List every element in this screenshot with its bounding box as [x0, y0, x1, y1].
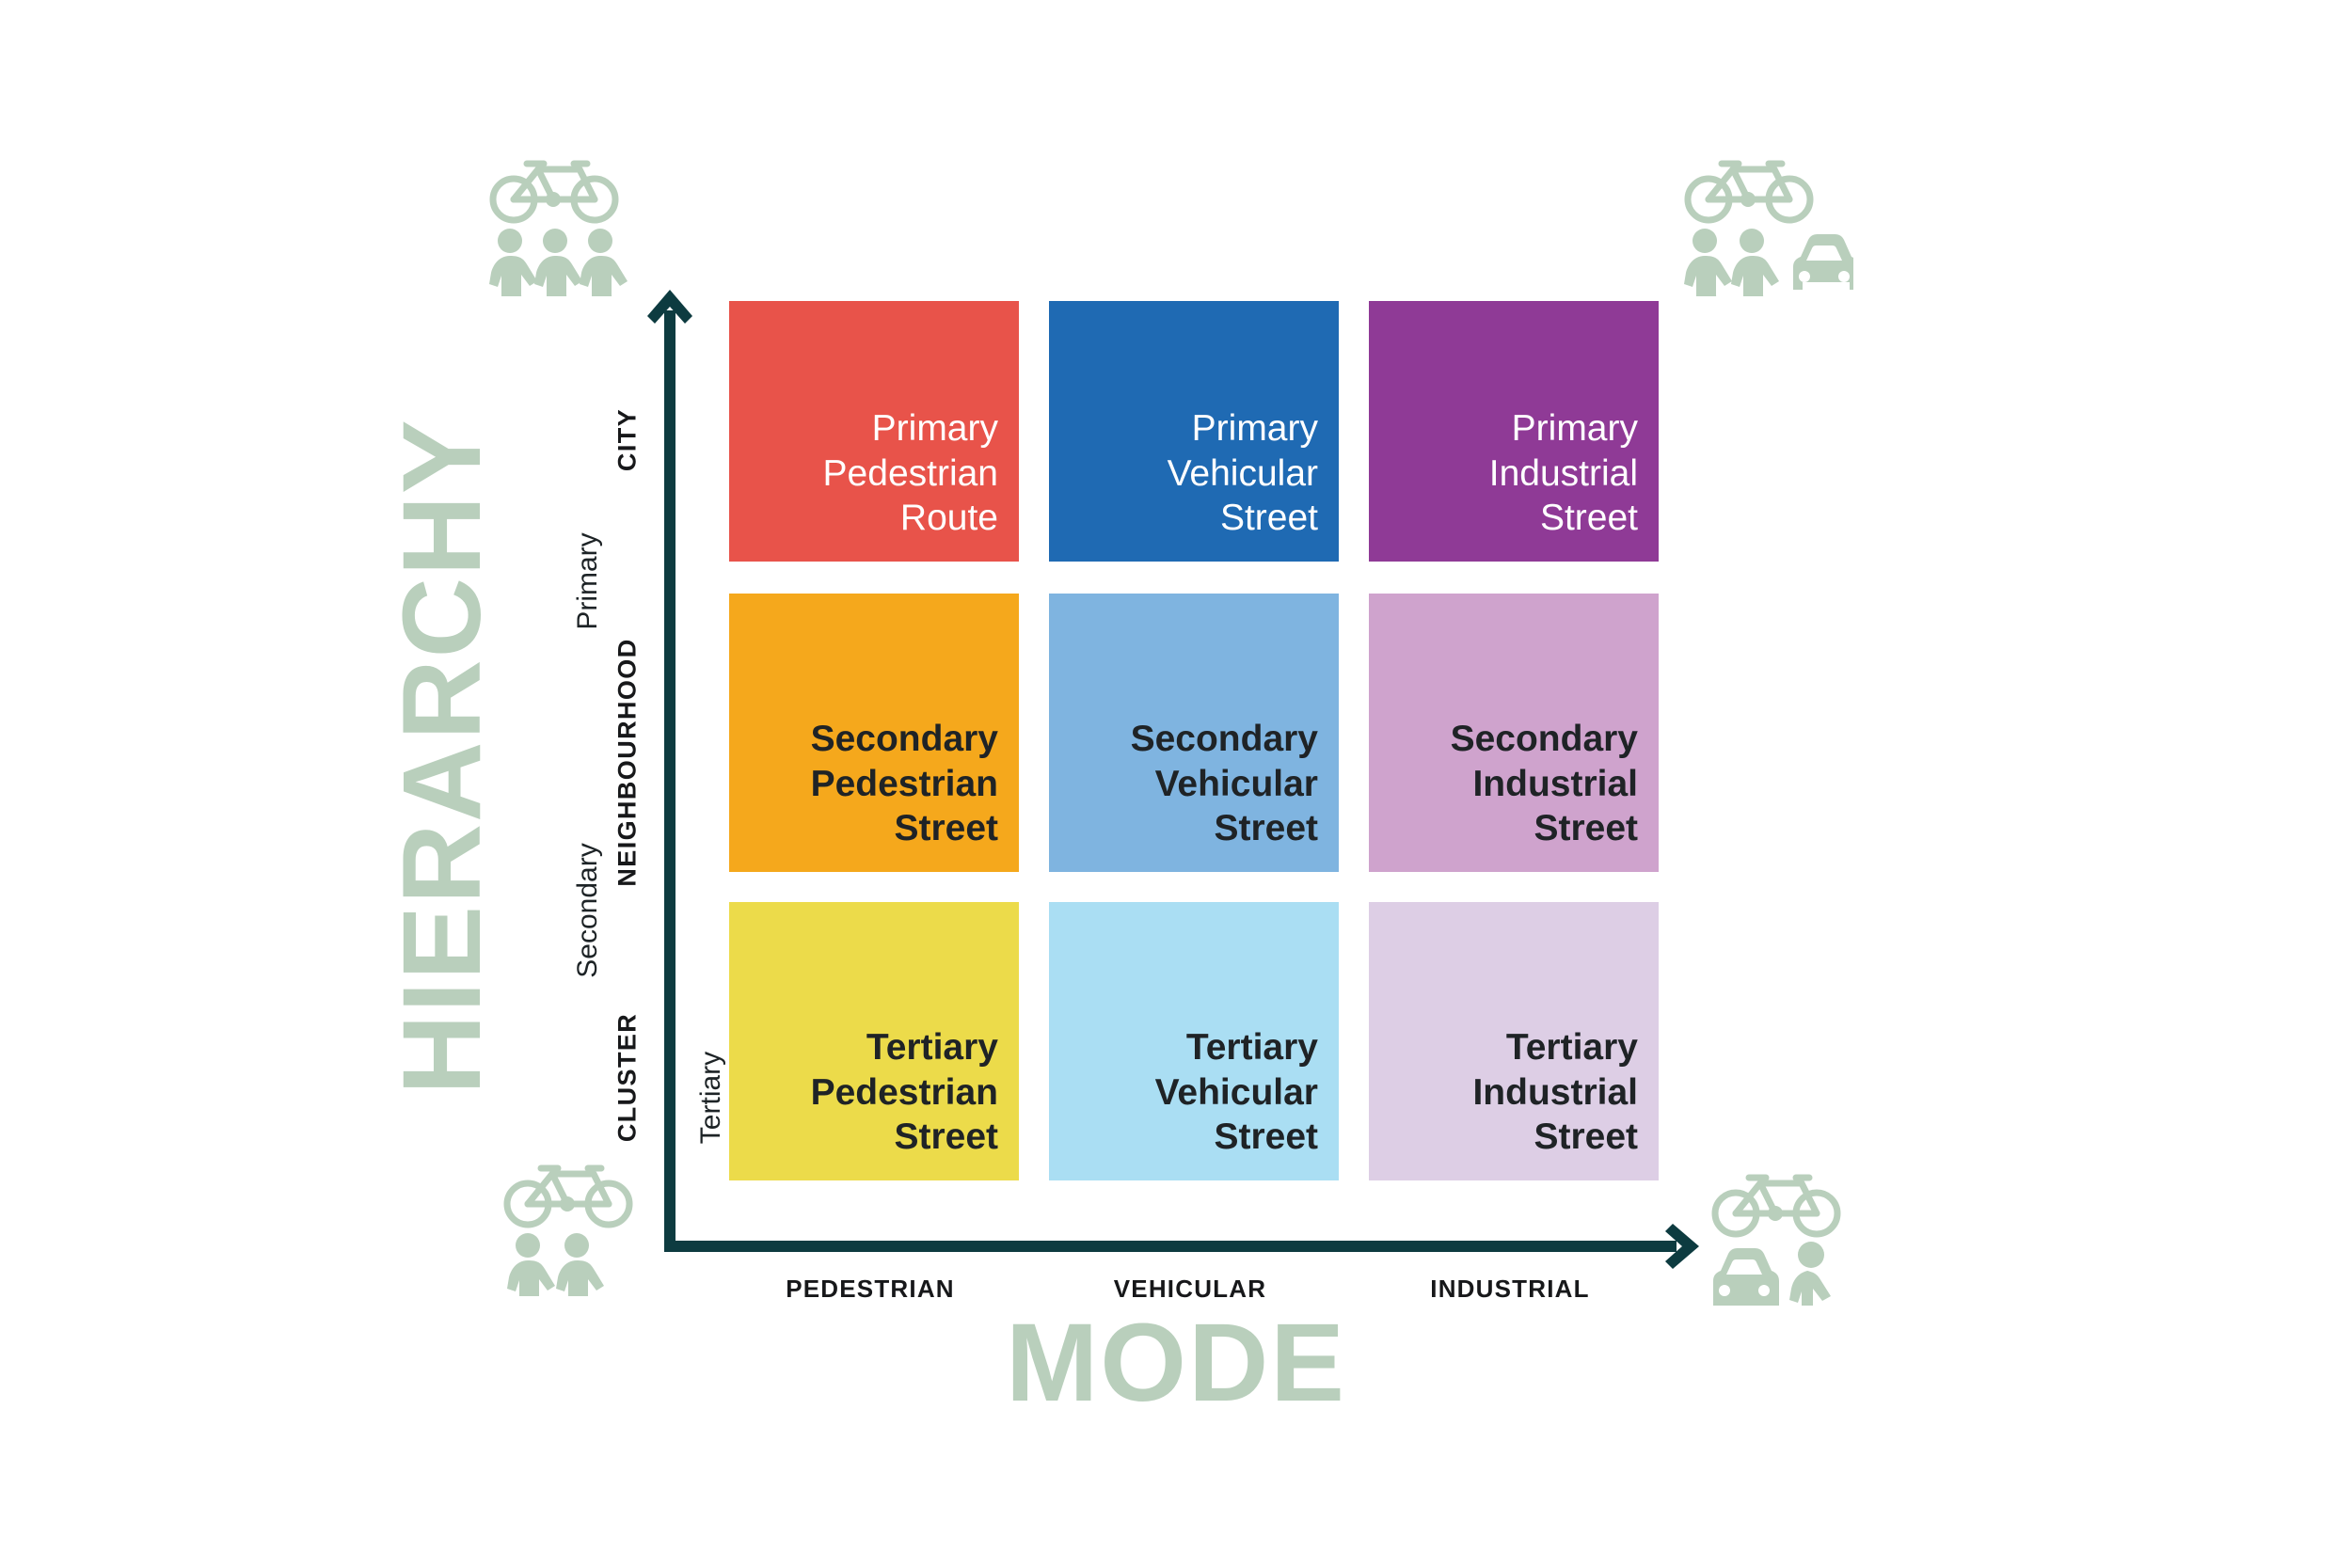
matrix-cell-label: Tertiary Pedestrian Street: [810, 1027, 998, 1158]
matrix-cell-label: Secondary Industrial Street: [1450, 719, 1638, 849]
pedestrian-icon: [1789, 1242, 1831, 1306]
car-icon: [1713, 1248, 1779, 1306]
pedestrian-icon: [489, 229, 537, 296]
icon-group-top-left: [489, 150, 630, 296]
pedestrian-icon: [1731, 229, 1779, 296]
matrix-cell-tertiary-pedestrian[interactable]: Tertiary Pedestrian Street: [729, 902, 1019, 1180]
x-axis-line: [664, 1241, 1677, 1252]
matrix-cell-secondary-pedestrian[interactable]: Secondary Pedestrian Street: [729, 594, 1019, 872]
x-column-label-pedestrian: PEDESTRIAN: [786, 1275, 955, 1303]
matrix-cell-label: Secondary Vehicular Street: [1130, 719, 1318, 849]
pedestrian-icon: [556, 1233, 604, 1296]
y-axis-title: HIERARCHY: [380, 418, 504, 1095]
matrix-cell-secondary-industrial[interactable]: Secondary Industrial Street: [1369, 594, 1659, 872]
bicycle-icon: [1711, 1174, 1841, 1238]
matrix-cell-primary-industrial[interactable]: Primary Industrial Street: [1369, 301, 1659, 562]
matrix-cell-tertiary-industrial[interactable]: Tertiary Industrial Street: [1369, 902, 1659, 1180]
x-axis-title: MODE: [1006, 1301, 1346, 1425]
y-axis-line: [664, 310, 675, 1252]
matrix-cell-label: Tertiary Industrial Street: [1472, 1027, 1638, 1158]
icon-group-top-right: [1684, 150, 1853, 296]
car-icon: [1793, 234, 1853, 290]
y-row-label-tertiary: Tertiary: [695, 1051, 726, 1145]
bicycle-icon: [503, 1164, 633, 1228]
y-axis-arrowhead-icon: [644, 288, 696, 341]
pedestrian-icon: [507, 1233, 555, 1296]
icon-group-bottom-right: [1708, 1164, 1863, 1306]
x-column-label-vehicular: VEHICULAR: [1113, 1275, 1267, 1303]
bicycle-icon: [489, 160, 619, 224]
matrix-cell-label: Secondary Pedestrian Street: [810, 719, 998, 849]
icon-group-bottom-left: [503, 1155, 644, 1296]
x-column-label-industrial: INDUSTRIAL: [1430, 1275, 1590, 1303]
matrix-cell-secondary-vehicular[interactable]: Secondary Vehicular Street: [1049, 594, 1339, 872]
matrix-cell-label: Tertiary Vehicular Street: [1154, 1027, 1318, 1158]
matrix-cell-label: Primary Pedestrian Route: [822, 408, 998, 539]
matrix-cell-label: Primary Industrial Street: [1488, 408, 1638, 539]
matrix-cell-label: Primary Vehicular Street: [1167, 408, 1318, 539]
bicycle-icon: [1684, 160, 1814, 224]
matrix-cell-primary-pedestrian[interactable]: Primary Pedestrian Route: [729, 301, 1019, 562]
pedestrian-icon: [1684, 229, 1732, 296]
pedestrian-icon: [534, 229, 582, 296]
street-typology-matrix: Primary Pedestrian Route Primary Vehicul…: [729, 301, 1681, 1242]
matrix-cell-primary-vehicular[interactable]: Primary Vehicular Street: [1049, 301, 1339, 562]
pedestrian-icon: [580, 229, 628, 296]
x-axis-arrowhead-icon: [1648, 1220, 1701, 1273]
matrix-cell-tertiary-vehicular[interactable]: Tertiary Vehicular Street: [1049, 902, 1339, 1180]
